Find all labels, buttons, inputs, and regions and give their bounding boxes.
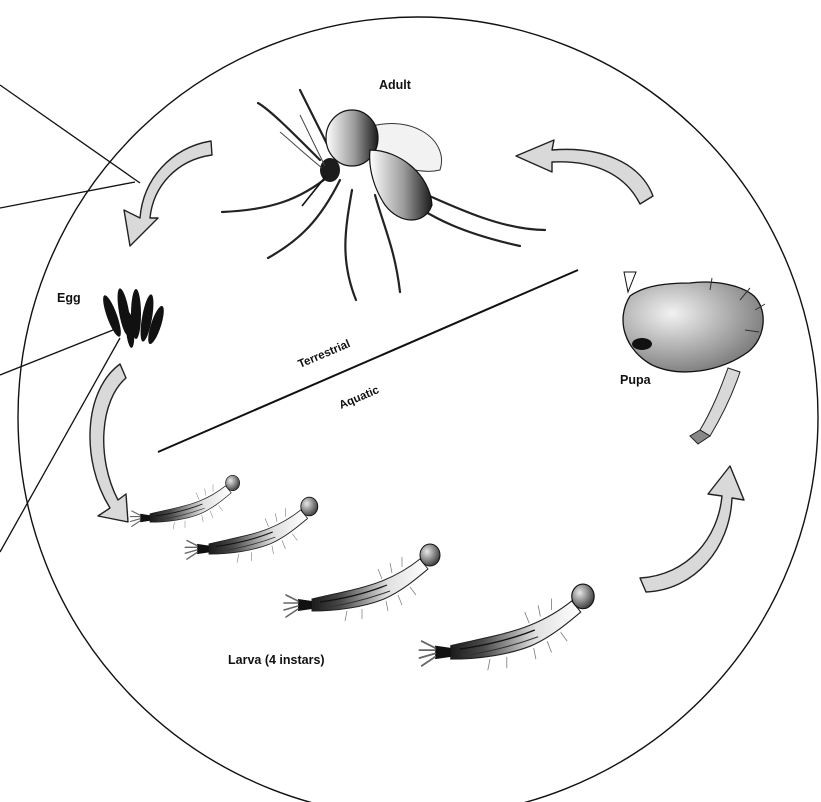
larva-label: Larva (4 instars): [228, 653, 325, 667]
egg-label: Egg: [57, 291, 81, 305]
arrow-larva-to-pupa: [640, 466, 744, 592]
arrow-egg-to-larva: [90, 364, 128, 522]
pupa-label: Pupa: [620, 373, 652, 387]
arrow-adult-to-egg: [124, 141, 212, 246]
larva-instar-4: [419, 584, 594, 670]
habitat-divider-line: [158, 270, 578, 452]
arrow-pupa-to-adult: [516, 140, 653, 204]
terrestrial-label: Terrestrial: [296, 338, 352, 371]
adult-mosquito-illustration: [222, 90, 545, 300]
larva-instar-3: [284, 544, 440, 621]
egg-cluster-illustration: [100, 287, 167, 348]
callout-lines: [0, 85, 140, 552]
adult-label: Adult: [379, 78, 412, 92]
aquatic-label: Aquatic: [337, 384, 381, 412]
pupa-illustration: [623, 272, 765, 444]
larva-instar-1: [130, 475, 239, 529]
